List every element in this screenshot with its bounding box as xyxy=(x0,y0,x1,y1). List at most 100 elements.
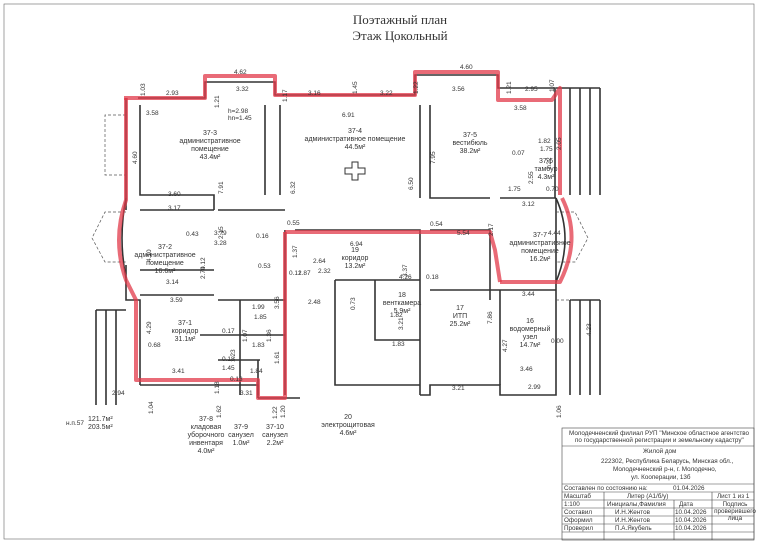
dimension-label: 1.87 xyxy=(298,270,311,277)
date-1: 10.04.2026 xyxy=(675,509,707,516)
dimension-label: 3.21 xyxy=(398,317,405,330)
dimension-label: 1.84 xyxy=(250,368,263,375)
sheet-label: Лист 1 из 1 xyxy=(717,493,750,500)
dimension-label: 5.54 xyxy=(457,230,470,237)
dimension-label: 7.91 xyxy=(218,181,225,194)
dimension-label: 1.82 xyxy=(538,138,551,145)
dimension-label: 1.21 xyxy=(506,81,513,94)
state-label: Составлен по состоянию на: xyxy=(564,485,648,492)
date-2: 10.04.2026 xyxy=(675,517,707,524)
dimension-label: 6.91 xyxy=(342,112,355,119)
dimension-label: 0.68 xyxy=(148,342,161,349)
column-symbol xyxy=(344,161,366,181)
bay-wall-right xyxy=(555,197,566,283)
dimension-label: 1.23 xyxy=(230,349,237,362)
dimension-label: 4.44 xyxy=(548,230,561,237)
dimension-label: 1.21 xyxy=(214,95,221,108)
title-block: Молодечненский филиал РУП "Минское облас… xyxy=(561,428,757,542)
dimension-label: 4.27 xyxy=(502,339,509,352)
dimension-label: 6.50 xyxy=(408,177,415,190)
dimension-label: 1.36 xyxy=(266,329,273,342)
dimension-label: 1.75 xyxy=(540,146,553,153)
floor-title: Этаж Цокольный xyxy=(352,28,448,43)
dimension-label: 1.18 xyxy=(214,381,221,394)
dimension-label: 2.64 xyxy=(313,258,326,265)
dimension-label: 4.23 xyxy=(586,323,593,336)
address-3: ул. Кооперации, 13б xyxy=(631,474,691,481)
dimension-label: 1.85 xyxy=(254,314,267,321)
col-name: Инициалы,Фамилия xyxy=(607,501,666,508)
dimension-label: 3.79 xyxy=(214,230,227,237)
dimension-label: 1.20 xyxy=(280,405,287,418)
dimension-label: 1.62 xyxy=(216,405,223,418)
dimension-label: 0.12 xyxy=(289,270,302,277)
dimension-label: 1.04 xyxy=(148,401,155,414)
dimension-label: 7.86 xyxy=(487,311,494,324)
dimension-label: 2.94 xyxy=(112,390,125,397)
address-2: Молодечненский р-н, г. Молодечно, xyxy=(613,466,717,473)
dimension-label: 0.70 xyxy=(546,186,559,193)
dimension-label: 2.70 xyxy=(200,266,207,279)
dimension-label: 2.05 xyxy=(556,137,563,150)
dimension-label: 3.16 xyxy=(308,90,321,97)
dimension-label: 1.22 xyxy=(546,157,553,170)
dimension-label: 3.59 xyxy=(170,297,183,304)
plan-title: Поэтажный план xyxy=(352,12,448,27)
scale-value: 1:100 xyxy=(564,501,580,508)
org-line-1: Молодечненский филиал РУП "Минское облас… xyxy=(569,430,750,437)
col-date: Дата xyxy=(679,501,693,508)
dimension-label: 2.48 xyxy=(308,299,321,306)
dimension-label: 4.60 xyxy=(460,64,473,71)
letter-label: Литер (А1/б/у) xyxy=(627,493,669,500)
dimension-label: 3.58 xyxy=(146,110,159,117)
dimension-label: 7.95 xyxy=(430,151,437,164)
dimension-label: 3.60 xyxy=(168,191,181,198)
dimension-label: 1.07 xyxy=(549,79,556,92)
dimension-label: 3.56 xyxy=(452,86,465,93)
dimension-label: 1.22 xyxy=(413,81,420,94)
dimension-label: 3.46 xyxy=(520,366,533,373)
dimension-label: 1.22 xyxy=(272,406,279,419)
height-label-2: hn=1.45 xyxy=(228,115,252,122)
dimension-label: 1.83 xyxy=(252,342,265,349)
dimension-label: 0.16 xyxy=(256,233,269,240)
dimension-label: 0.18 xyxy=(426,274,439,281)
dimension-label: 0.55 xyxy=(287,220,300,227)
dimension-label: 3.17 xyxy=(168,205,181,212)
dimension-label: 3.31 xyxy=(240,390,253,397)
dimension-label: 2.95 xyxy=(525,86,538,93)
dimension-label: 1.99 xyxy=(252,304,265,311)
dimension-label: 2.93 xyxy=(166,90,179,97)
role-1: Составил xyxy=(564,509,593,516)
dimension-label: 3.28 xyxy=(214,240,227,247)
col-sign: Подпись проверившего лица xyxy=(714,501,756,522)
dimension-label: 0.17 xyxy=(222,328,235,335)
dimension-label: 3.56 xyxy=(274,296,281,309)
org-line-2: по государственной регистрации и земельн… xyxy=(575,437,744,444)
dimension-label: 1.83 xyxy=(392,341,405,348)
dimension-label: 0.07 xyxy=(512,150,525,157)
role-3: Проверил xyxy=(564,525,594,532)
dimension-label: 3.37 xyxy=(402,264,409,277)
dimension-label: 0.18 xyxy=(222,356,235,363)
highlight-contour xyxy=(117,70,574,400)
dimension-label: 0.54 xyxy=(430,221,443,228)
dimension-label: 3.58 xyxy=(514,105,527,112)
dimension-label: 1.07 xyxy=(242,329,249,342)
person-2: И.Н.Жентов xyxy=(615,517,650,524)
area-note: н.п.57 xyxy=(66,420,84,427)
height-label: h=2.98 xyxy=(228,108,249,115)
